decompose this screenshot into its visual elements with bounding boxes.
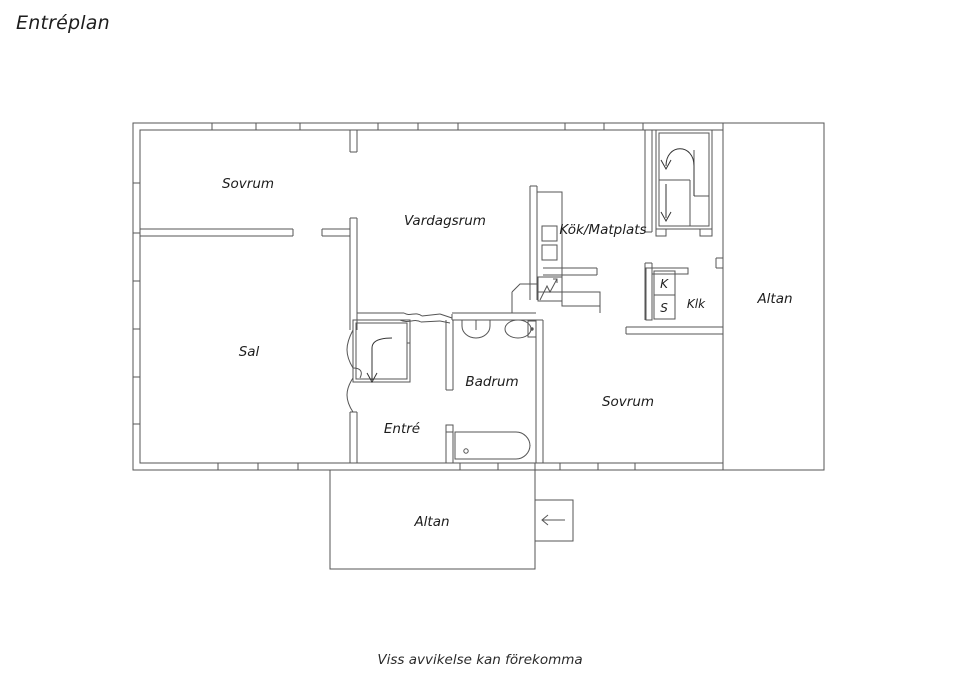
interior-wall-sovrum-lower-top bbox=[625, 326, 723, 335]
room-label-sovrum-top: Sovrum bbox=[222, 176, 274, 192]
window-left-2 bbox=[132, 280, 141, 330]
stairs-down-icon bbox=[655, 129, 713, 237]
interior-wall-kok-klk bbox=[543, 267, 598, 276]
wall-nib-klk-right bbox=[715, 257, 724, 269]
freezer-box bbox=[653, 294, 676, 320]
stove-icon bbox=[541, 225, 558, 261]
room-label-badrum: Badrum bbox=[465, 374, 518, 390]
bathtub-icon bbox=[454, 431, 531, 460]
interior-wall-badrum-left bbox=[445, 320, 454, 463]
appliance-label-freezer: S bbox=[660, 301, 668, 315]
appliance-label-fridge: K bbox=[660, 277, 669, 291]
disclaimer-note: Viss avvikelse kan förekomma bbox=[377, 652, 583, 668]
kitchen-peninsula bbox=[511, 283, 537, 313]
toilet-icon bbox=[504, 319, 537, 339]
kitchen-sink-icon bbox=[537, 276, 563, 302]
klk-shelf bbox=[652, 267, 689, 275]
kitchen-counter bbox=[536, 191, 601, 313]
page-title: Entréplan bbox=[16, 12, 110, 34]
wardrobe-rod-icon bbox=[352, 319, 411, 384]
window-bottom-3 bbox=[559, 462, 636, 471]
window-top-1 bbox=[211, 122, 301, 131]
room-label-entre: Entré bbox=[384, 421, 420, 437]
interior-wall-left-vertical bbox=[346, 130, 362, 463]
window-bottom-1 bbox=[217, 462, 299, 471]
interior-wall-sovrum-sal bbox=[140, 228, 350, 237]
interior-wall-badrum-right bbox=[535, 319, 544, 463]
window-top-2 bbox=[377, 122, 459, 131]
bathtub-alcove-nib bbox=[445, 424, 454, 433]
window-bottom-2 bbox=[459, 462, 536, 471]
room-label-altan-bottom: Altan bbox=[413, 514, 449, 530]
room-label-klk: Klk bbox=[687, 297, 706, 311]
klk-side-wall bbox=[645, 267, 653, 321]
wash-basin-icon bbox=[461, 320, 491, 339]
window-top-3 bbox=[564, 122, 644, 131]
room-label-altan-right: Altan bbox=[756, 291, 792, 307]
deck-steps-arrow-icon bbox=[534, 499, 574, 542]
room-label-sovrum-lower: Sovrum bbox=[602, 394, 654, 410]
room-label-kok-matplats: Kök/Matplats bbox=[559, 222, 646, 238]
window-left-3 bbox=[132, 376, 141, 425]
room-label-vardagsrum: Vardagsrum bbox=[404, 213, 486, 229]
window-left-1 bbox=[132, 182, 141, 234]
interior-wall-kitchen-left bbox=[529, 185, 538, 300]
room-label-sal: Sal bbox=[239, 344, 260, 360]
